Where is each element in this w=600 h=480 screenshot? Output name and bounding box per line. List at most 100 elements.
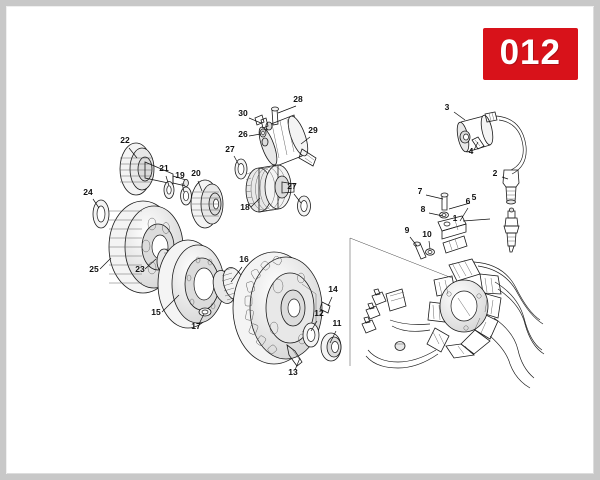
callout-leader-line	[277, 105, 297, 114]
callout-starter-bolt-26: 26	[238, 129, 262, 139]
callout-leader-line	[293, 193, 302, 204]
callout-number: 10	[422, 229, 432, 239]
callout-thrust-washer-19: 19	[175, 170, 185, 193]
parts-diagram: 1234567891011121314151617181920212223242…	[83, 94, 545, 389]
part-spark-plug	[503, 207, 520, 253]
part-starter-bolt-30	[254, 114, 269, 129]
callout-starter-bolt-28: 28	[277, 94, 303, 114]
callout-stator-washer: 10	[422, 229, 432, 250]
callout-leader-line	[409, 236, 418, 247]
part-bracket-washer	[439, 211, 449, 219]
part-stator-wire-grommet	[442, 235, 468, 254]
callout-number: 22	[120, 135, 130, 145]
callout-leader-line	[248, 117, 262, 124]
callout-number: 28	[293, 94, 303, 104]
part-flywheel-bolt	[286, 344, 303, 367]
callout-starter-reduction-gear: 18	[240, 197, 261, 212]
callout-clutch-roller-cage: 23	[135, 258, 157, 274]
callout-leader-line	[99, 257, 112, 270]
callout-leader-line	[92, 198, 100, 209]
part-thrust-washer-21	[163, 181, 175, 199]
callout-leader-line	[310, 320, 318, 332]
part-starter-bolt-28	[271, 106, 279, 126]
callout-wire-bracket: 6	[459, 196, 471, 222]
callout-number: 20	[191, 168, 201, 178]
part-starter-washer-27b	[297, 195, 311, 217]
part-stator-wiring	[361, 261, 545, 389]
callout-starter-idler-shaft: 22	[120, 135, 138, 159]
callout-number: 29	[308, 125, 318, 135]
callout-number: 8	[421, 204, 426, 214]
callout-clutch-spacer: 17	[191, 313, 205, 331]
callout-ignition-coil: 3	[445, 102, 466, 121]
callout-starter-washer-27b: 27	[287, 181, 302, 204]
callout-number: 1	[453, 213, 458, 223]
callout-spark-plug: 1	[453, 213, 491, 223]
callout-woodruff-key: 14	[327, 284, 338, 307]
callout-leader-line	[501, 176, 509, 180]
callout-number: 24	[83, 187, 93, 197]
callout-starter-motor: 29	[300, 125, 318, 145]
callout-number: 6	[466, 196, 471, 206]
callout-leader-line	[448, 202, 471, 210]
callout-number: 23	[135, 264, 145, 274]
callout-number: 3	[445, 102, 450, 112]
part-rotor-nut	[320, 332, 342, 362]
callout-starter-bolt-30: 30	[238, 108, 262, 124]
callout-number: 16	[239, 254, 249, 264]
callout-needle-bearing: 16	[230, 254, 249, 283]
callout-leader-line	[181, 182, 185, 193]
callout-shim-washer: 24	[83, 187, 100, 209]
section-divider	[349, 237, 453, 366]
callout-number: 26	[238, 129, 248, 139]
callout-leader-line	[165, 175, 170, 187]
part-thrust-washer-19	[180, 186, 192, 206]
callout-number: 9	[405, 225, 410, 235]
part-woodruff-key	[319, 301, 331, 314]
part-starter-reduction-gear	[245, 164, 295, 213]
callout-leader-line	[462, 218, 491, 222]
callout-leader-line	[161, 294, 180, 313]
callout-number: 4	[469, 146, 474, 156]
callout-number: 12	[314, 308, 324, 318]
callout-leader-line	[425, 194, 444, 200]
callout-leader-line	[453, 111, 466, 121]
callout-leader-line	[459, 207, 469, 222]
part-spark-plug-cap	[502, 169, 520, 205]
callout-number: 18	[240, 202, 250, 212]
callout-number: 21	[159, 163, 169, 173]
callout-leader-line	[248, 133, 262, 137]
callout-spark-plug-cap: 2	[493, 168, 509, 180]
callout-flywheel-bolt: 13	[288, 357, 301, 377]
callout-leader-line	[144, 258, 157, 270]
callout-thrust-washer-21: 21	[159, 163, 170, 187]
callout-leader-line	[473, 141, 479, 151]
callout-leader-line	[428, 212, 444, 217]
callout-leader-line	[230, 266, 243, 283]
callout-number: 17	[191, 321, 201, 331]
callout-starter-clutch-housing: 15	[151, 294, 180, 317]
callout-rotor-nut: 11	[329, 318, 342, 344]
callout-number: 25	[89, 264, 99, 274]
callout-driven-gear: 25	[89, 257, 112, 274]
callout-bracket-washer: 8	[421, 204, 444, 217]
callout-idler-gear: 20	[191, 168, 203, 192]
callout-number: 14	[328, 284, 338, 294]
callout-number: 2	[493, 168, 498, 178]
callout-number: 5	[472, 192, 477, 202]
callout-leader-line	[327, 296, 333, 307]
callout-leader-line	[294, 357, 301, 371]
callout-number: 15	[151, 307, 161, 317]
callout-number: 19	[175, 170, 185, 180]
callout-leader-line	[233, 155, 240, 166]
callout-starter-washer-27: 27	[225, 144, 240, 166]
part-starter-bolt-26	[259, 128, 267, 138]
part-flywheel-rotor	[232, 251, 323, 365]
part-clutch-spacer	[198, 307, 212, 317]
part-starter-washer-27	[234, 158, 248, 180]
callout-number: 7	[418, 186, 423, 196]
callout-leader-line	[128, 147, 138, 159]
page-number-badge: 012	[482, 28, 578, 80]
part-starter-idler-shaft	[119, 142, 189, 196]
callout-number: 27	[225, 144, 235, 154]
